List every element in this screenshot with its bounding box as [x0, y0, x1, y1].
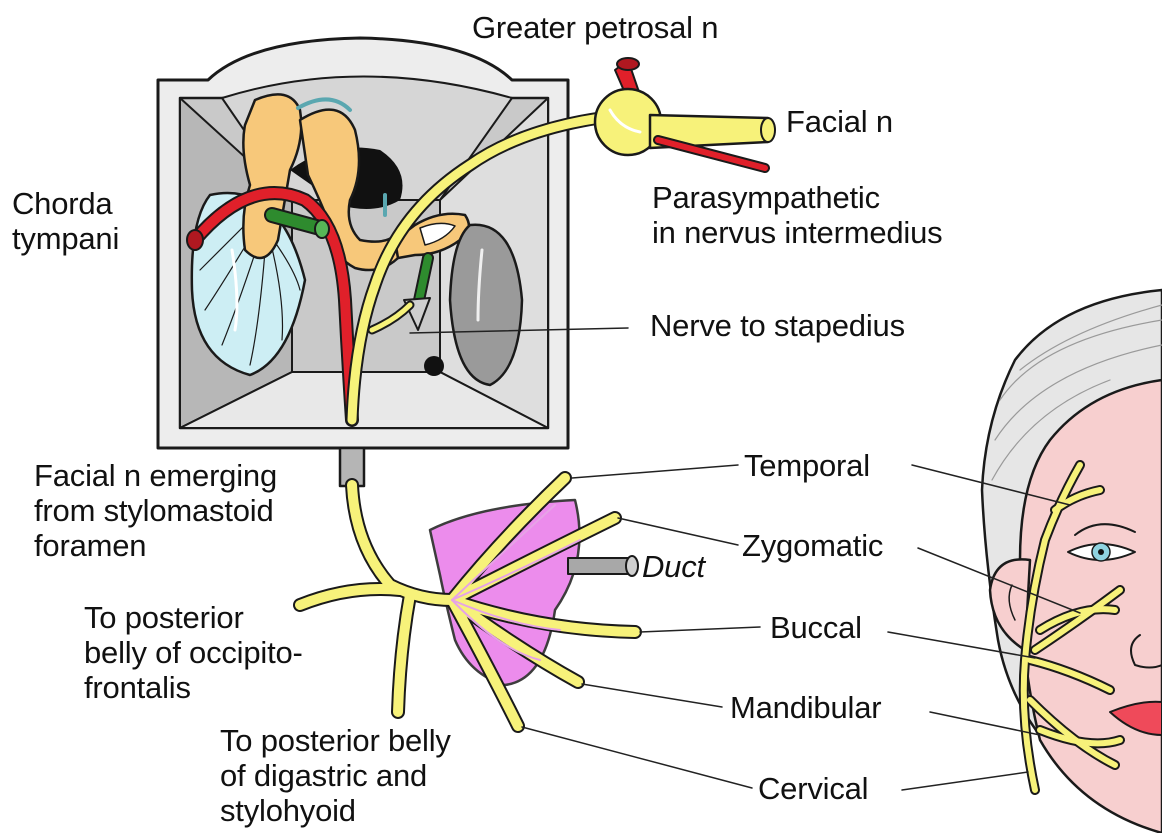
label-duct: Duct: [642, 549, 705, 584]
label-chorda-tympani: Chorda tympani: [12, 186, 119, 256]
label-digastric-line1: To posterior belly: [220, 723, 451, 758]
label-facial-emerging: Facial n emerging from stylomastoid fora…: [34, 458, 277, 563]
label-facial-emerging-line2: from stylomastoid: [34, 493, 277, 528]
label-cervical: Cervical: [758, 771, 868, 806]
duct: [568, 556, 638, 576]
label-occipitofrontalis-line3: frontalis: [84, 670, 303, 705]
label-facial-n: Facial n: [786, 104, 893, 139]
label-facial-emerging-line1: Facial n emerging: [34, 458, 277, 493]
label-digastric-line3: stylohyoid: [220, 793, 451, 828]
label-digastric-line2: of digastric and: [220, 758, 451, 793]
label-temporal: Temporal: [744, 448, 870, 483]
label-parasympathetic-line2: in nervus intermedius: [652, 215, 942, 250]
geniculate-ganglion: [595, 58, 775, 168]
label-buccal: Buccal: [770, 610, 862, 645]
label-zygomatic: Zygomatic: [742, 528, 883, 563]
label-digastric: To posterior belly of digastric and styl…: [220, 723, 451, 828]
label-mandibular: Mandibular: [730, 690, 881, 725]
label-parasympathetic-line1: Parasympathetic: [652, 180, 942, 215]
label-nerve-to-stapedius: Nerve to stapedius: [650, 308, 905, 343]
label-chorda-tympani-line2: tympani: [12, 221, 119, 256]
label-occipitofrontalis-line1: To posterior: [84, 600, 303, 635]
label-facial-emerging-line3: foramen: [34, 528, 277, 563]
label-occipitofrontalis-line2: belly of occipito-: [84, 635, 303, 670]
label-greater-petrosal: Greater petrosal n: [472, 10, 718, 45]
label-occipitofrontalis: To posterior belly of occipito- frontali…: [84, 600, 303, 705]
face: [982, 290, 1162, 833]
label-parasympathetic: Parasympathetic in nervus intermedius: [652, 180, 942, 250]
label-chorda-tympani-line1: Chorda: [12, 186, 119, 221]
